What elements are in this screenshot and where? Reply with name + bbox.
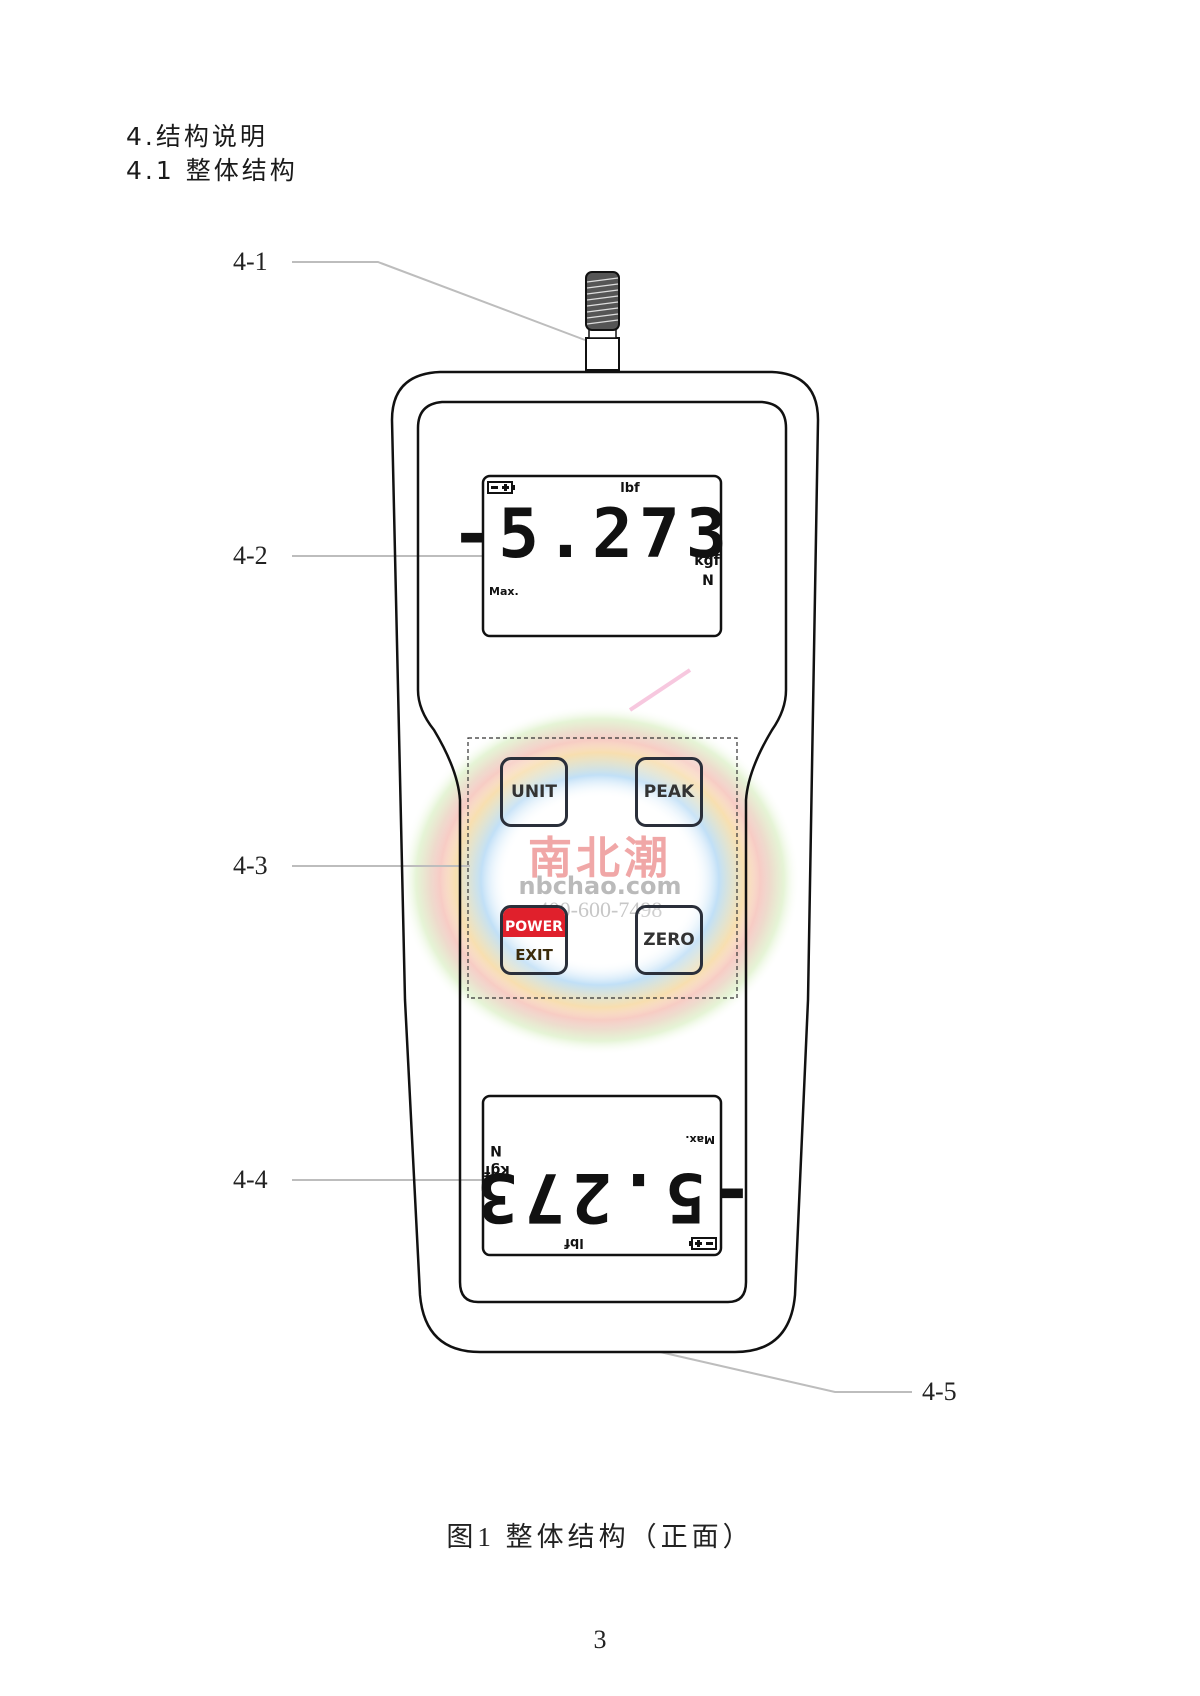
bottom-reading: -5.273 (471, 1157, 753, 1236)
keypad-frame (467, 737, 738, 999)
unit-n-label: N (490, 1142, 502, 1158)
top-reading: -5.273 (451, 495, 733, 574)
housing-outline (390, 370, 820, 1354)
callout-4-1: 4-1 (233, 247, 268, 276)
power-exit-button[interactable]: POWER EXIT (500, 905, 568, 975)
battery-icon (487, 481, 515, 494)
callout-4-5: 4-5 (922, 1377, 957, 1406)
unit-kgf-label: kgf (483, 1162, 509, 1178)
unit-lbf-label: lbf (620, 481, 640, 496)
callout-4-3: 4-3 (233, 851, 268, 880)
power-label: POWER (503, 908, 565, 938)
front-panel-outline (416, 400, 788, 1304)
zero-button[interactable]: ZERO (635, 905, 703, 975)
page-number: 3 (593, 1625, 607, 1654)
section-subheading: 4.1 整体结构 (126, 156, 298, 185)
battery-icon (689, 1237, 717, 1250)
lcd-top: lbf -5.273 kgf N Max. (451, 474, 733, 638)
unit-kgf-label: kgf (694, 553, 720, 569)
max-mode-label: Max. (489, 585, 519, 598)
figure-caption: 图1 整体结构（正面） (446, 1522, 754, 1552)
section-heading: 4.结构说明 (126, 122, 268, 151)
exit-label: EXIT (515, 945, 553, 964)
unit-button[interactable]: UNIT (500, 757, 568, 827)
callout-4-2: 4-2 (233, 541, 268, 570)
callout-4-4: 4-4 (233, 1165, 268, 1194)
unit-n-label: N (702, 573, 714, 589)
leader-lines (292, 261, 912, 1393)
max-mode-label: Max. (685, 1133, 715, 1146)
sensor-connector (585, 271, 620, 371)
lcd-bottom: lbf -5.273 kgf N Max. (471, 1094, 753, 1257)
peak-button[interactable]: PEAK (635, 757, 703, 827)
unit-lbf-label: lbf (564, 1235, 584, 1250)
